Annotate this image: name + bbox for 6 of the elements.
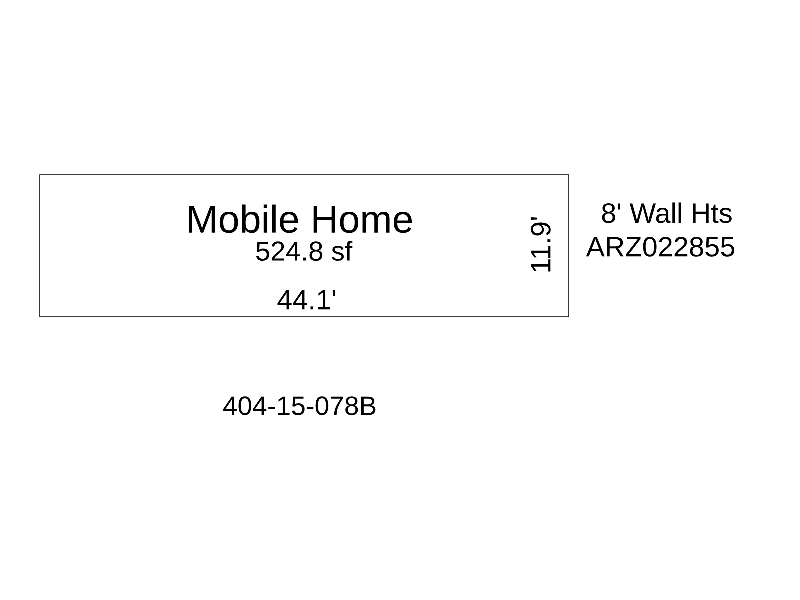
room-name: Mobile Home [189,204,412,234]
dimension-label: 44.1' [278,290,336,310]
dimension-label: 11.9' [531,218,551,272]
wall-height-note: 8' Wall Hts [602,202,732,224]
area-label: 524.8 sf [256,240,353,262]
parcel-number: 404-15-078B [224,396,376,416]
